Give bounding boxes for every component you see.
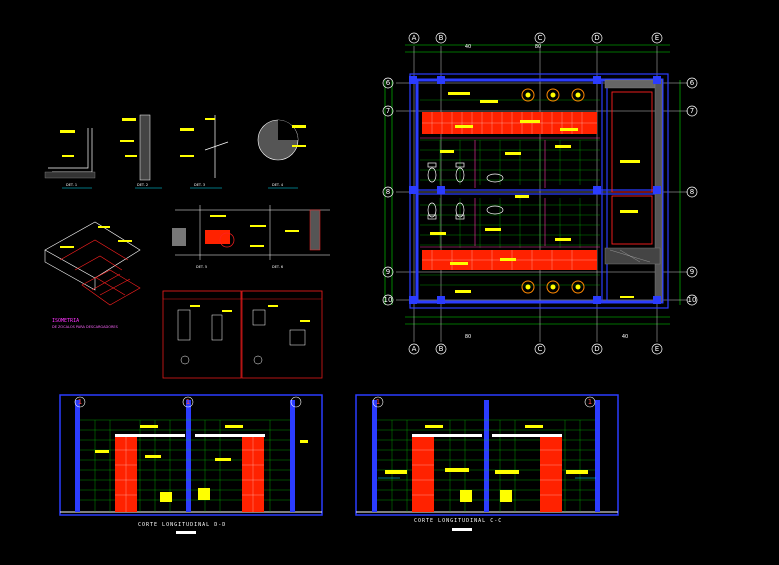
- dim-bottom-a: 80: [465, 334, 471, 340]
- isometric-title: ISOMETRIA: [52, 318, 79, 324]
- grid-row-6-right: 6: [690, 79, 695, 87]
- grid-col-d-bottom: D: [594, 345, 599, 353]
- grid-row-10-left: 10: [384, 296, 393, 304]
- grid-row-8-right: 8: [690, 188, 694, 196]
- detail-label-1: DET. 1: [66, 183, 77, 187]
- grid-row-9-right: 9: [690, 268, 694, 276]
- grid-col-b-bottom: B: [439, 345, 444, 353]
- section-left: 1 1 CORTE LONGITUDINAL D-D: [59, 394, 323, 534]
- grid-bubbles-top: [382, 32, 698, 355]
- detail-label-5: DET. 5: [196, 265, 207, 269]
- grid-col-d-top: D: [594, 34, 599, 42]
- grid-col-a-bottom: A: [412, 345, 417, 353]
- grid-col-e-top: E: [655, 34, 659, 42]
- dim-bottom-b: 40: [622, 334, 628, 340]
- detail-label-3: DET. 3: [194, 183, 205, 187]
- grid-row-7-right: 7: [690, 107, 694, 115]
- section-left-title: CORTE LONGITUDINAL D-D: [138, 522, 226, 528]
- grid-col-e-bottom: E: [655, 345, 659, 353]
- grid-row-8-left: 8: [386, 188, 390, 196]
- grid-col-a-top: A: [412, 34, 417, 42]
- section-left-marker-b: 1: [186, 398, 190, 406]
- detail-label-6: DET. 6: [272, 265, 283, 269]
- detail-label-4: DET. 4: [272, 183, 284, 187]
- grid-labels: A B C D E A B C D E 6 7 8 9 10 6 7 8 9 1…: [384, 34, 697, 353]
- detail-label-2: DET. 2: [137, 183, 148, 187]
- grid-row-6-left: 6: [386, 79, 391, 87]
- section-left-marker-a: 1: [78, 398, 82, 406]
- section-right: 1 1 CORTE LONGITUDINAL C-C: [355, 394, 619, 531]
- isometric-subtitle: DE ZOCALOS PARA DESCARGADORES: [52, 325, 119, 329]
- dim-top-b: 80: [535, 44, 541, 50]
- grid-col-c-bottom: C: [538, 345, 543, 353]
- construction-details: DET. 1 DET. 2 DET. 3 DET. 4 ISOMETRIA DE…: [44, 114, 330, 379]
- grid-row-7-left: 7: [386, 107, 390, 115]
- grid-row-10-right: 10: [688, 296, 697, 304]
- dim-top-a: 40: [465, 44, 471, 50]
- floor-plan: A B C D E A B C D E 6 7 8 9 10 6 7 8 9 1…: [382, 32, 698, 355]
- section-right-marker-b: 1: [588, 398, 592, 406]
- grid-col-c-top: C: [538, 34, 543, 42]
- section-right-title: CORTE LONGITUDINAL C-C: [414, 518, 502, 524]
- grid-row-9-left: 9: [386, 268, 390, 276]
- grid-col-b-top: B: [439, 34, 444, 42]
- section-right-marker-a: 1: [376, 398, 380, 406]
